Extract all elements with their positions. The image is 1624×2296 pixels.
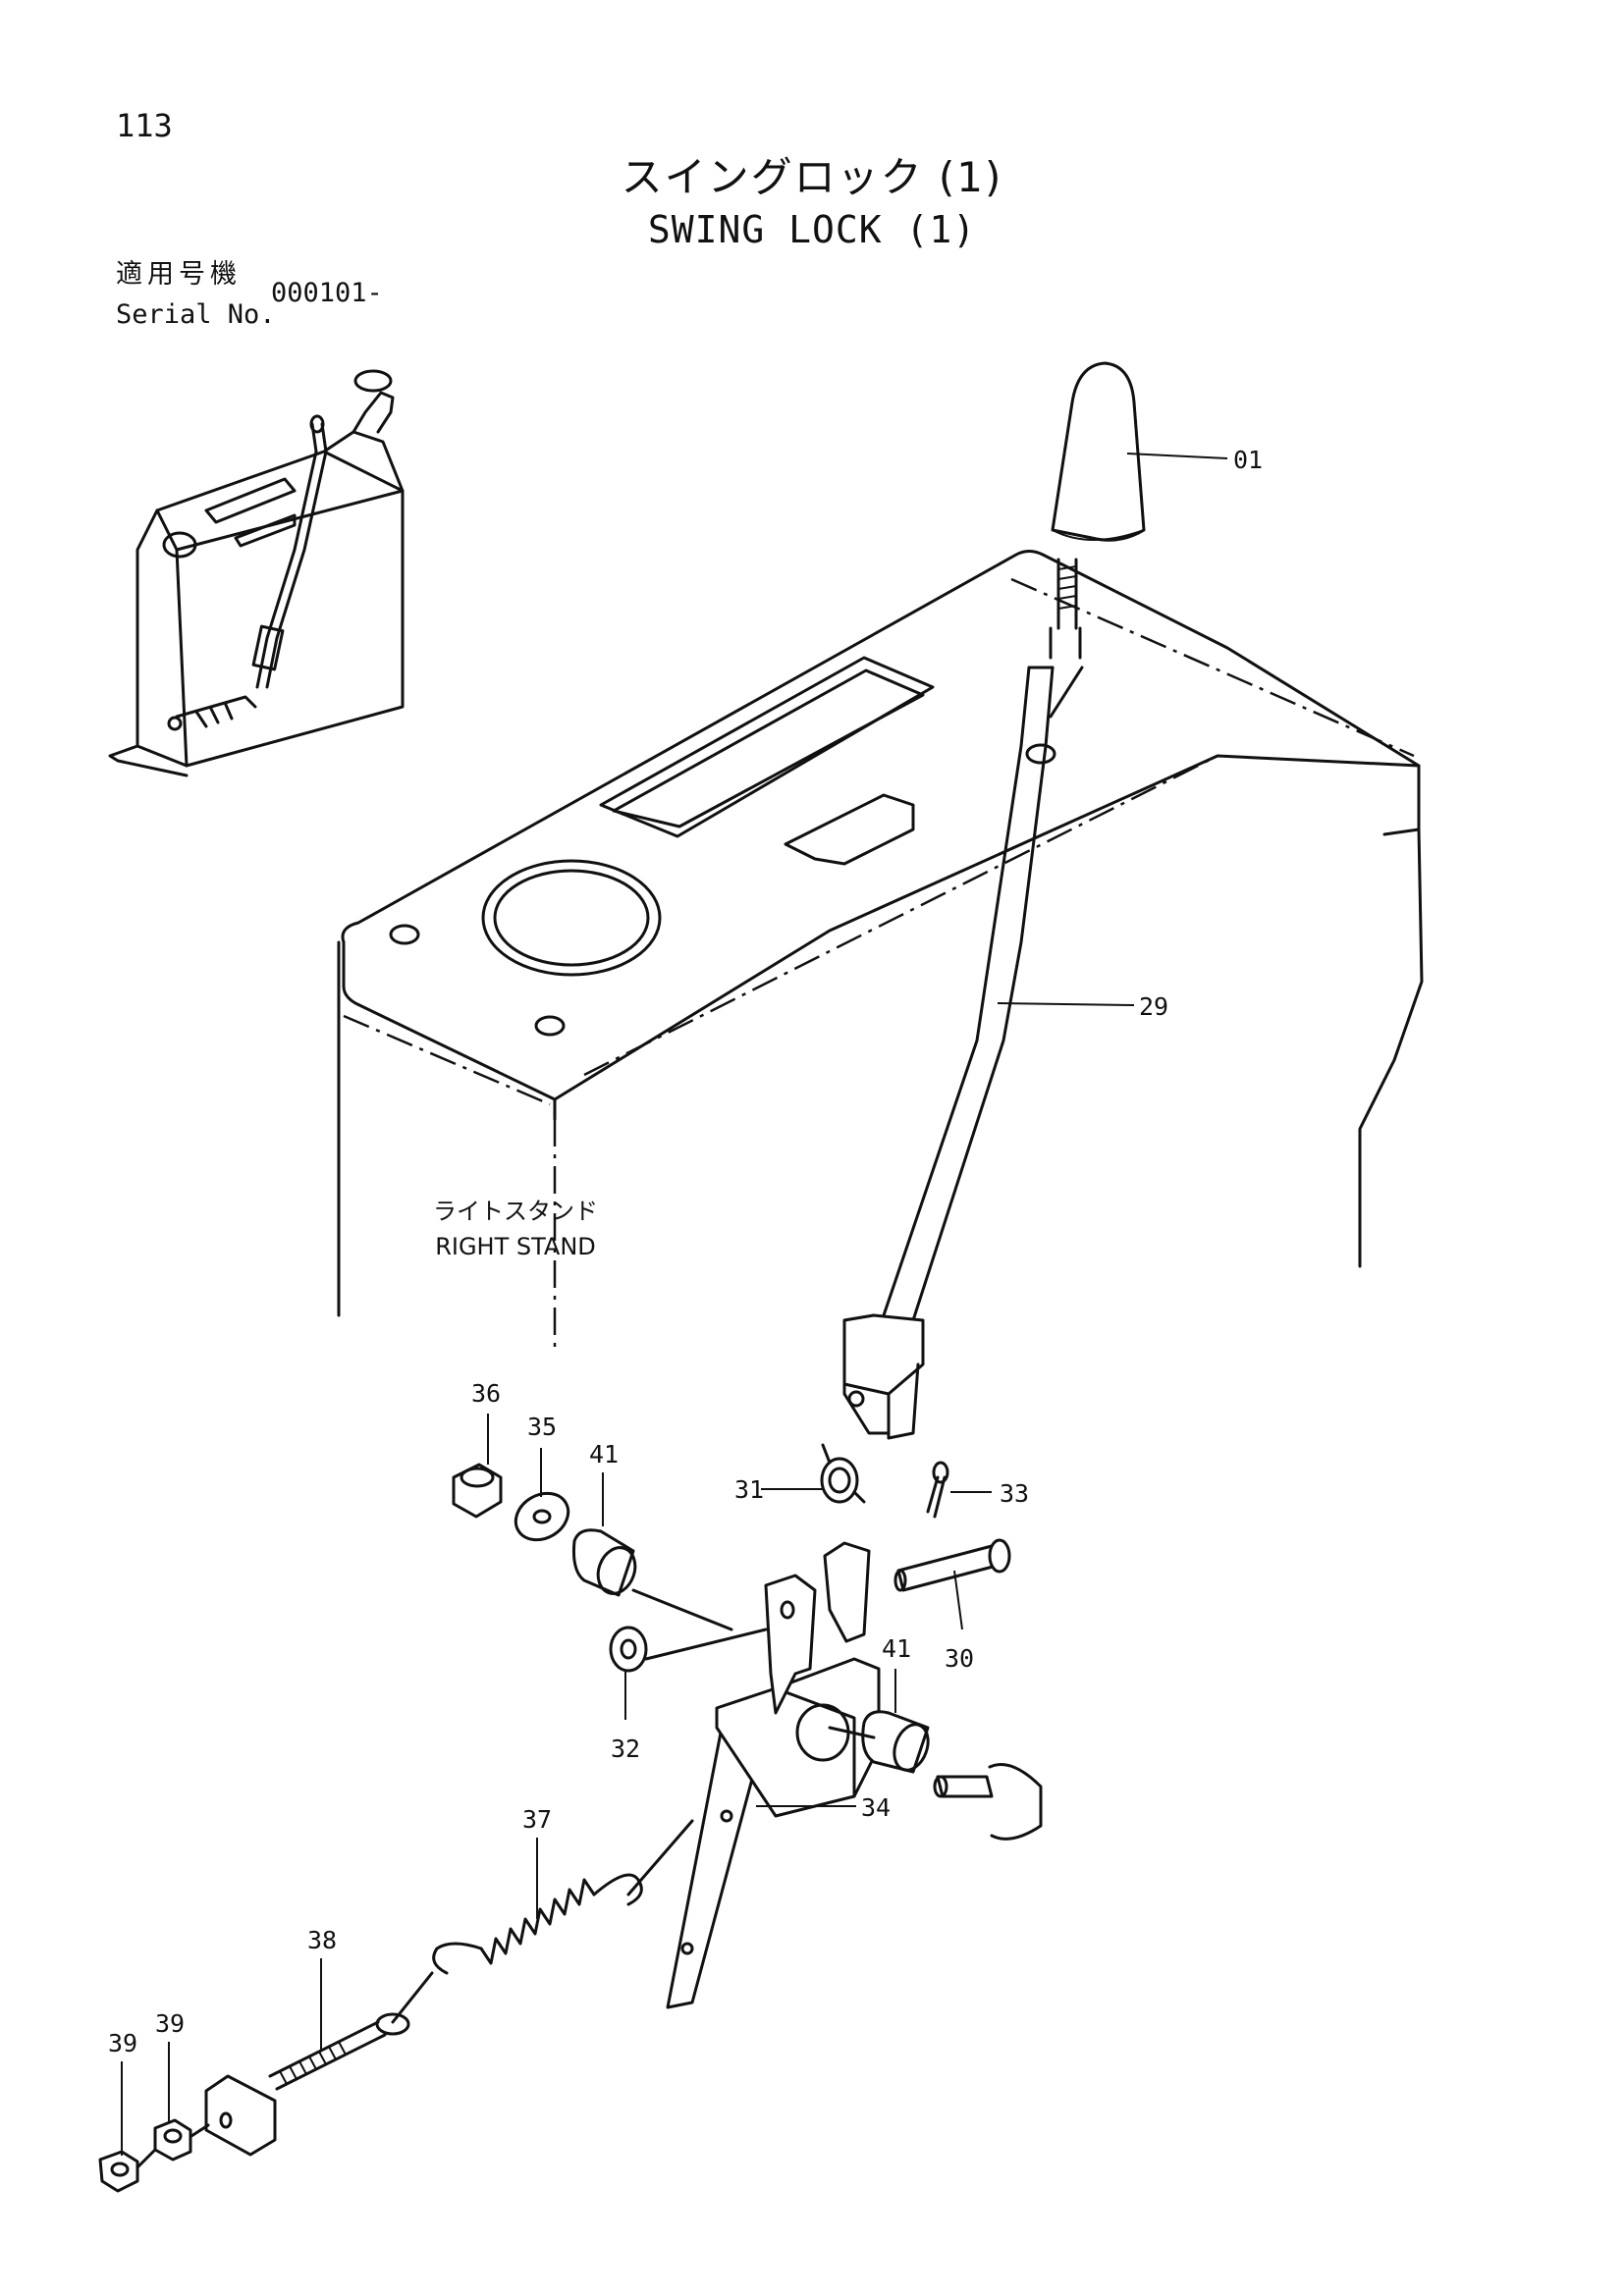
part-35-washer (514, 1491, 570, 1542)
assembly-guide-lines (135, 1588, 876, 2169)
part-32-washer (609, 1626, 648, 1673)
mating-shaft (933, 1763, 1043, 1841)
callout-label-32: 32 (611, 1735, 640, 1763)
callout-32: 32 (611, 1671, 640, 1763)
title-english: SWING LOCK (1) (647, 208, 977, 251)
serial-number-value: 000101- (271, 278, 383, 308)
callout-41a: 41 (589, 1440, 619, 1526)
part-41-bushing-b (861, 1710, 930, 1774)
part-31-torsion-spring (820, 1443, 866, 1504)
callout-label-35: 35 (527, 1413, 557, 1441)
part-33-cotter-pin (926, 1461, 949, 1519)
part-29-lever-rod (842, 558, 1084, 1440)
callout-label-01: 01 (1233, 446, 1263, 474)
callout-36: 36 (471, 1379, 501, 1465)
page-number: 113 (116, 107, 173, 144)
callout-39a: 39 (108, 2029, 137, 2156)
callout-30: 30 (945, 1570, 974, 1673)
stand-label-english: RIGHT STAND (435, 1233, 596, 1260)
part-30-pin (893, 1538, 1011, 1592)
callout-29: 29 (997, 992, 1168, 1021)
callout-35: 35 (527, 1413, 557, 1497)
part-37-tension-spring (432, 1873, 643, 1975)
serial-label-english: Serial No. (116, 299, 276, 330)
part-36-nut (452, 1463, 503, 1519)
bracket-plate (204, 2074, 277, 2157)
callout-label-30: 30 (945, 1644, 974, 1673)
callout-38: 38 (307, 1926, 337, 2052)
callout-31: 31 (734, 1475, 823, 1504)
callout-37: 37 (522, 1805, 552, 1919)
callout-label-34: 34 (861, 1793, 891, 1822)
callout-label-41b: 41 (882, 1634, 911, 1663)
title-japanese: スイングロック (1) (621, 153, 1003, 201)
callout-label-31: 31 (734, 1475, 764, 1504)
stand-label-japanese: ライトスタンド (433, 1198, 598, 1225)
callout-34: 34 (756, 1793, 891, 1822)
callout-label-39a: 39 (108, 2029, 137, 2057)
callout-label-37: 37 (522, 1805, 552, 1834)
part-38-eye-bolt (268, 2012, 410, 2091)
callout-label-36: 36 (471, 1379, 501, 1408)
part-39-nut-b (98, 2150, 139, 2193)
part-41-bushing-a (572, 1528, 637, 1597)
callout-label-29: 29 (1139, 992, 1168, 1021)
callout-41b: 41 (882, 1634, 911, 1713)
right-stand-console (337, 550, 1424, 1355)
callout-label-38: 38 (307, 1926, 337, 1954)
part-39-nut-a (153, 2118, 192, 2162)
serial-label-japanese: 適用号機 (116, 259, 242, 290)
callout-label-39b: 39 (155, 2009, 185, 2038)
callout-39b: 39 (155, 2009, 185, 2122)
callout-33: 33 (950, 1479, 1029, 1508)
inset-overview-drawing (108, 369, 405, 777)
callout-label-33: 33 (1000, 1479, 1029, 1508)
callout-01: 01 (1126, 446, 1263, 474)
callout-label-41a: 41 (589, 1440, 619, 1468)
part-01-knob (1051, 361, 1146, 542)
part-34-lock-bracket (666, 1541, 881, 2009)
